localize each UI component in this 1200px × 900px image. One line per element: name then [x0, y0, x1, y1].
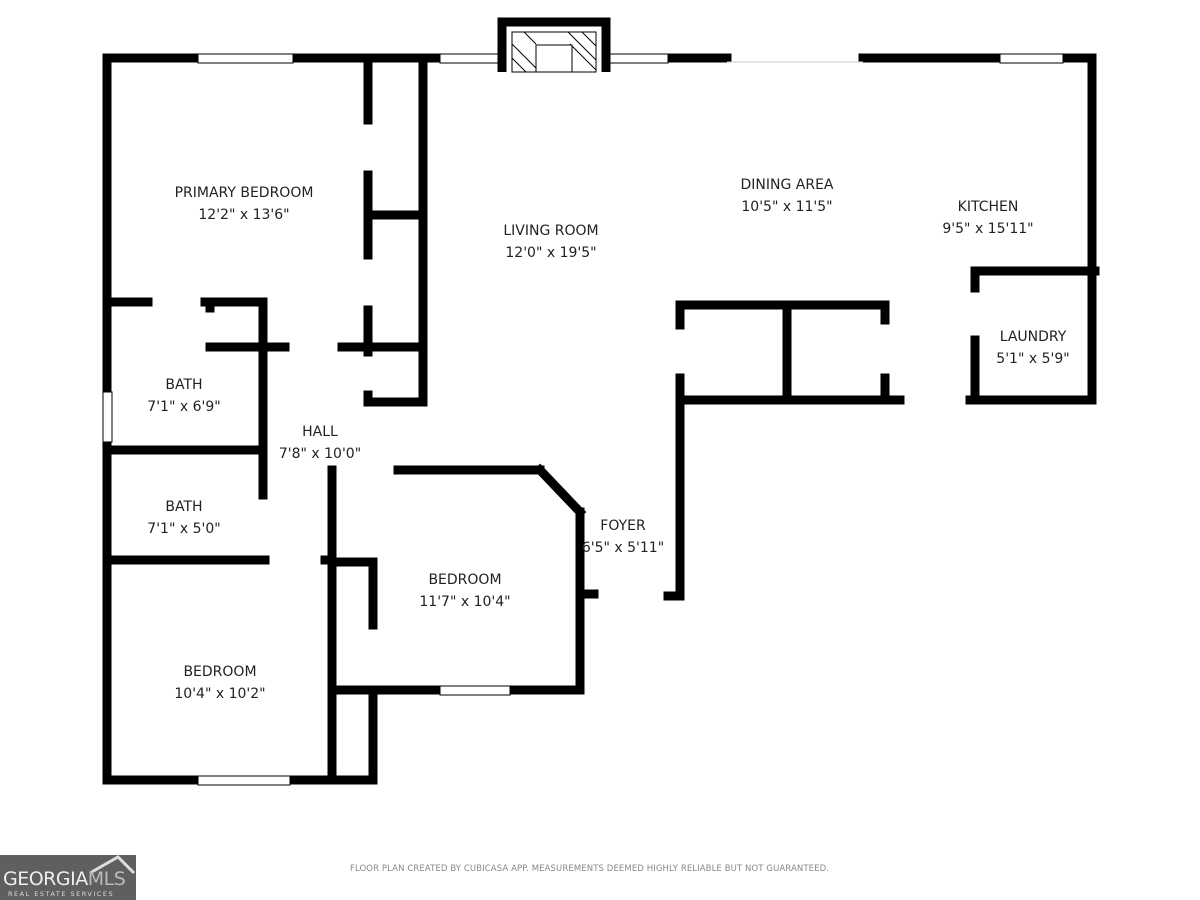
- room-name: PRIMARY BEDROOM: [174, 185, 314, 201]
- window: [607, 53, 669, 64]
- window: [102, 391, 113, 443]
- room-name: LIVING ROOM: [503, 223, 599, 239]
- room-size: 6'5" x 5'11": [581, 540, 665, 556]
- room-name: KITCHEN: [957, 199, 1019, 215]
- room-size: 11'7" x 10'4": [419, 594, 511, 610]
- room-bath-2: BATH 7'1" x 5'0": [147, 496, 220, 540]
- window: [197, 775, 291, 786]
- room-name: BATH: [165, 499, 203, 515]
- room-size: 10'4" x 10'2": [174, 686, 266, 702]
- room-name: BATH: [165, 377, 203, 393]
- windows: [102, 53, 1064, 786]
- room-bedroom-3: BEDROOM 10'4" x 10'2": [174, 661, 265, 705]
- room-primary-bedroom: PRIMARY BEDROOM 12'2" x 13'6": [175, 182, 314, 226]
- logo-text: GEORGIAMLS: [3, 868, 126, 890]
- room-size: 7'1" x 6'9": [147, 399, 221, 415]
- room-size: 5'1" x 5'9": [996, 351, 1070, 367]
- window: [439, 685, 511, 696]
- room-dining-area: DINING AREA 10'5" x 11'5": [740, 174, 833, 218]
- logo-tagline: REAL ESTATE SERVICES: [8, 890, 115, 898]
- room-name: FOYER: [600, 518, 646, 534]
- fireplace-icon: [497, 17, 611, 73]
- room-foyer: FOYER 6'5" x 5'11": [582, 515, 664, 559]
- window: [197, 53, 294, 64]
- room-name: BEDROOM: [428, 572, 502, 588]
- room-living-room: LIVING ROOM 12'0" x 19'5": [503, 220, 598, 264]
- room-bath-1: BATH 7'1" x 6'9": [147, 374, 220, 418]
- room-name: HALL: [302, 424, 338, 440]
- room-name: DINING AREA: [740, 177, 834, 193]
- room-bedroom-2: BEDROOM 11'7" x 10'4": [419, 569, 510, 613]
- room-size: 9'5" x 15'11": [942, 221, 1034, 237]
- room-size: 10'5" x 11'5": [741, 199, 833, 215]
- window: [439, 53, 501, 64]
- room-size: 7'1" x 5'0": [147, 521, 221, 537]
- disclaimer: FLOOR PLAN CREATED BY CUBICASA APP. MEAS…: [350, 864, 830, 874]
- roof-icon: [89, 855, 136, 875]
- window: [999, 53, 1064, 64]
- room-kitchen: KITCHEN 9'5" x 15'11": [942, 196, 1033, 240]
- room-laundry: LAUNDRY 5'1" x 5'9": [996, 326, 1069, 370]
- room-name: BEDROOM: [183, 664, 257, 680]
- room-name: LAUNDRY: [999, 329, 1067, 345]
- room-size: 12'0" x 19'5": [505, 245, 597, 261]
- room-size: 7'8" x 10'0": [278, 446, 362, 462]
- room-hall: HALL 7'8" x 10'0": [279, 421, 361, 465]
- georgia-mls-logo: GEORGIAMLS REAL ESTATE SERVICES: [0, 855, 136, 900]
- walls: [102, 53, 1100, 785]
- room-size: 12'2" x 13'6": [198, 207, 290, 223]
